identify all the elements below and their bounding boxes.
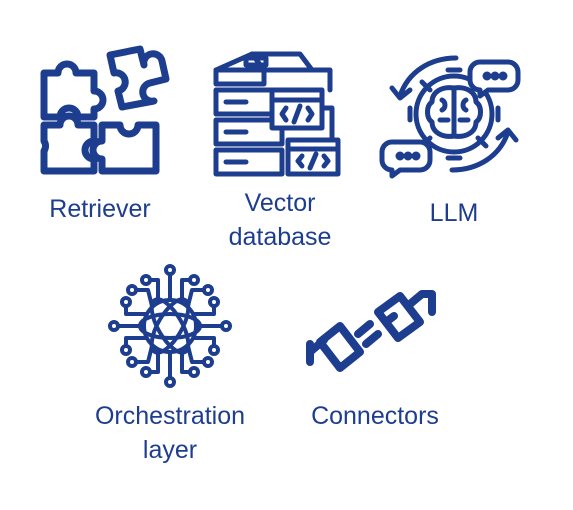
plug-connector-icon — [304, 282, 438, 382]
neural-network-icon — [108, 264, 232, 388]
llm-label: LLM — [429, 199, 479, 227]
connectors-label: Connectors — [311, 402, 439, 430]
database-server-code-icon — [212, 48, 344, 180]
ai-brain-gear-icon — [379, 52, 522, 179]
retriever-label: Retriever — [49, 195, 151, 223]
puzzle-icon — [38, 45, 172, 177]
vector-database-label: Vector database — [228, 189, 332, 251]
orchestration-layer-label: Orchestration layer — [94, 402, 246, 464]
